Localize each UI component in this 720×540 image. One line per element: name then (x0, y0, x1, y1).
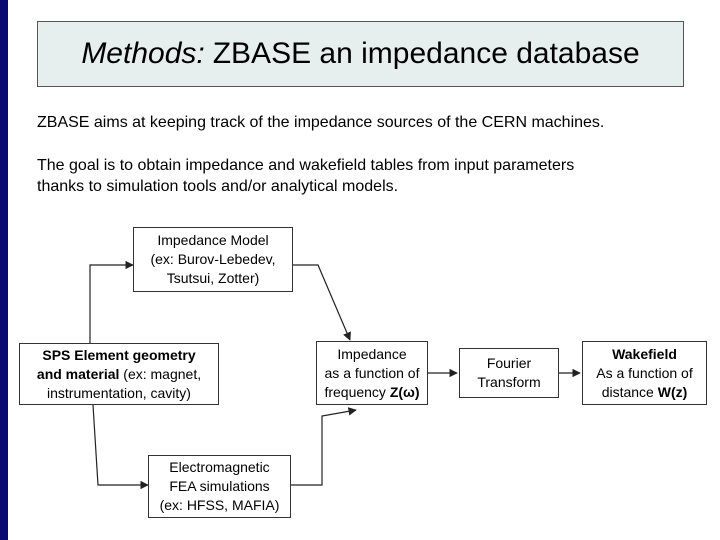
em-simulations-line2: FEA simulations (169, 478, 270, 494)
impedance-model-box: Impedance Model (ex: Burov-Lebedev, Tsut… (133, 227, 293, 292)
sps-geometry-title: SPS Element geometry (42, 346, 196, 363)
impedance-model-line2: Tsutsui, Zotter) (166, 270, 260, 286)
fourier-line1: Fourier (486, 355, 532, 371)
wakefield-line2: distance W(z) (583, 383, 706, 402)
fourier-transform-box: Fourier Transform (459, 348, 559, 398)
sps-geometry-box: SPS Element geometry and material (ex: m… (19, 343, 219, 405)
left-accent-bar (0, 0, 8, 540)
arrow-geometry-to-simulation (92, 404, 149, 490)
fourier-line2: Transform (477, 374, 541, 390)
title-italic-part: Methods: (81, 37, 205, 70)
em-simulations-box: Electromagnetic FEA simulations (ex: HFS… (148, 455, 291, 518)
wakefield-distance-label: distance (601, 383, 658, 400)
goal-line-1: The goal is to obtain impedance and wake… (37, 157, 575, 174)
impedance-box: Impedance as a function of frequency Z(ω… (316, 341, 428, 405)
sps-geometry-line3: instrumentation, cavity) (47, 384, 191, 401)
title-main-part: ZBASE an impedance database (212, 37, 640, 70)
arrow-geometry-to-model (89, 260, 134, 343)
impedance-line1: as a function of (324, 364, 420, 381)
impedance-title: Impedance (337, 345, 407, 362)
sps-geometry-material: and material (36, 365, 120, 382)
wakefield-line1: As a function of (596, 364, 693, 381)
impedance-model-line1: (ex: Burov-Lebedev, (150, 251, 276, 267)
impedance-line2: frequency Z(ω) (317, 383, 427, 402)
sps-geometry-example: (ex: magnet, (119, 365, 202, 382)
goal-line-2: thanks to simulation tools and/or analyt… (37, 178, 399, 195)
em-simulations-line1: Electromagnetic (169, 459, 270, 475)
goal-paragraph: The goal is to obtain impedance and wake… (37, 155, 574, 197)
em-simulations-line3: (ex: HFSS, MAFIA) (159, 497, 280, 513)
arrow-model-to-impedance (293, 264, 351, 341)
arrow-simulation-to-impedance (291, 407, 357, 486)
wakefield-title: Wakefield (612, 345, 677, 362)
impedance-symbol: Z(ω) (389, 383, 420, 400)
sps-geometry-line2: and material (ex: magnet, (20, 365, 218, 384)
slide-title: Methods: ZBASE an impedance database (37, 21, 684, 87)
wakefield-box: Wakefield As a function of distance W(z) (582, 341, 707, 405)
impedance-model-title: Impedance Model (157, 232, 269, 248)
impedance-frequency-label: frequency (324, 383, 390, 400)
intro-paragraph: ZBASE aims at keeping track of the imped… (37, 114, 605, 131)
wakefield-symbol: W(z) (657, 383, 688, 400)
